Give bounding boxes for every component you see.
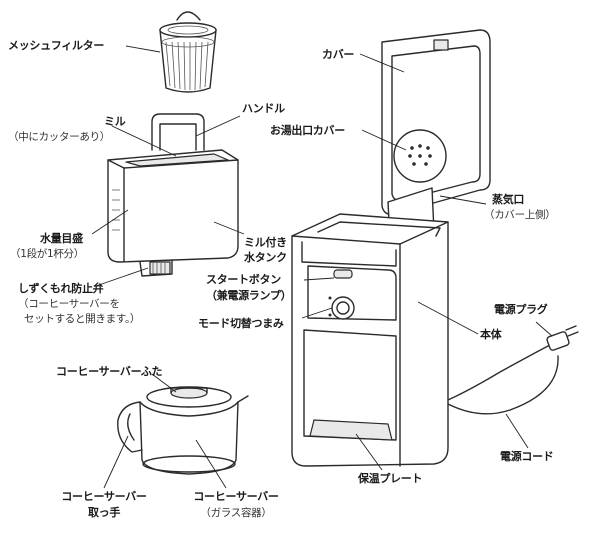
label-hot-water-outlet-cover: お湯出口カバー bbox=[270, 124, 345, 137]
label-steam-vent: 蒸気口 bbox=[492, 193, 525, 206]
label-handle: ハンドル bbox=[242, 102, 285, 115]
label-tank-line2: 水タンク bbox=[244, 251, 287, 264]
label-server: コーヒーサーバー bbox=[193, 490, 279, 503]
label-water-gauge: 水量目盛 bbox=[40, 232, 83, 245]
label-server-note: （ガラス容器） bbox=[200, 507, 272, 519]
label-server-handle-line2: 取っ手 bbox=[87, 506, 121, 519]
label-mill-note: （中にカッターあり） bbox=[8, 131, 110, 143]
label-mode-dial: モード切替つまみ bbox=[198, 317, 284, 330]
label-warming-plate: 保温プレート bbox=[358, 472, 423, 485]
label-water-gauge-note: （1段が1杯分） bbox=[10, 248, 84, 260]
label-body: 本体 bbox=[480, 328, 502, 341]
label-power-plug: 電源プラグ bbox=[494, 303, 548, 316]
label-start-button-note: （兼電源ランプ） bbox=[206, 289, 292, 302]
label-steam-vent-note: （カバー上側） bbox=[484, 209, 556, 221]
label-tank-line1: ミル付き bbox=[244, 236, 287, 249]
label-mesh-filter: メッシュフィルター bbox=[8, 39, 105, 52]
water-tank-drawing bbox=[107, 113, 239, 277]
label-power-cord: 電源コード bbox=[500, 450, 554, 463]
label-drip-stop-valve: しずくもれ防止弁 bbox=[18, 282, 104, 295]
label-drip-note-line1: （コーヒーサーバーを bbox=[18, 298, 120, 310]
main-body-drawing bbox=[291, 29, 491, 467]
label-drip-note-line2: セットすると開きます。） bbox=[24, 313, 141, 325]
label-server-lid: コーヒーサーバーふた bbox=[56, 365, 163, 378]
label-start-button: スタートボタン bbox=[206, 273, 281, 286]
coffee-server-drawing bbox=[117, 386, 249, 475]
power-cord-drawing bbox=[447, 325, 579, 415]
label-mill: ミル bbox=[104, 115, 126, 128]
mesh-filter-drawing bbox=[159, 11, 217, 93]
label-server-handle-line1: コーヒーサーバー bbox=[61, 490, 147, 503]
label-cover: カバー bbox=[322, 48, 355, 61]
leader-lines bbox=[91, 45, 553, 489]
